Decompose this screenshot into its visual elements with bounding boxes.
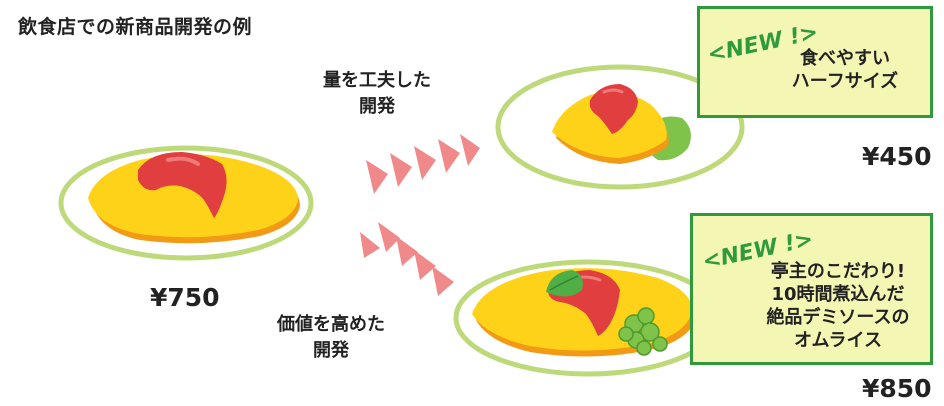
arrows-to-cheaper xyxy=(366,134,480,194)
original-price: ¥750 xyxy=(150,283,220,312)
page-title: 飲食店での新商品開発の例 xyxy=(18,16,253,38)
premium-card-line3: 絶品デミソースの xyxy=(766,307,910,328)
premium-omurice-plate xyxy=(453,259,723,377)
arrows-to-premium xyxy=(360,222,454,296)
cheaper-card-line1: 食べやすい xyxy=(800,48,890,69)
premium-price: ¥850 xyxy=(862,374,932,403)
cheaper-caption-line2: 開発 xyxy=(359,96,395,117)
cheaper-caption: 量を工夫した 開発 xyxy=(302,68,452,120)
premium-card-line1: 亭主のこだわり! xyxy=(770,261,906,282)
cheaper-price: ¥450 xyxy=(862,142,932,171)
premium-caption: 価値を高めた 開発 xyxy=(256,312,406,364)
premium-caption-line2: 開発 xyxy=(313,340,349,361)
premium-card-line4: オムライス xyxy=(793,330,883,351)
premium-card-text: 亭主のこだわり! 10時間煮込んだ 絶品デミソースの オムライス xyxy=(745,260,931,352)
original-omurice-plate xyxy=(58,145,314,261)
premium-card-line2: 10時間煮込んだ xyxy=(771,284,905,305)
premium-new-card: <NEW !> 亭主のこだわり! 10時間煮込んだ 絶品デミソースの オムライス xyxy=(690,213,933,365)
cheaper-card-text: 食べやすい ハーフサイズ xyxy=(770,47,920,93)
premium-caption-line1: 価値を高めた xyxy=(277,314,385,335)
cheaper-omurice-plate xyxy=(495,64,745,190)
cheaper-new-card: <NEW !> 食べやすい ハーフサイズ xyxy=(697,6,933,118)
cheaper-card-line2: ハーフサイズ xyxy=(791,71,899,92)
cheaper-caption-line1: 量を工夫した xyxy=(323,70,431,91)
